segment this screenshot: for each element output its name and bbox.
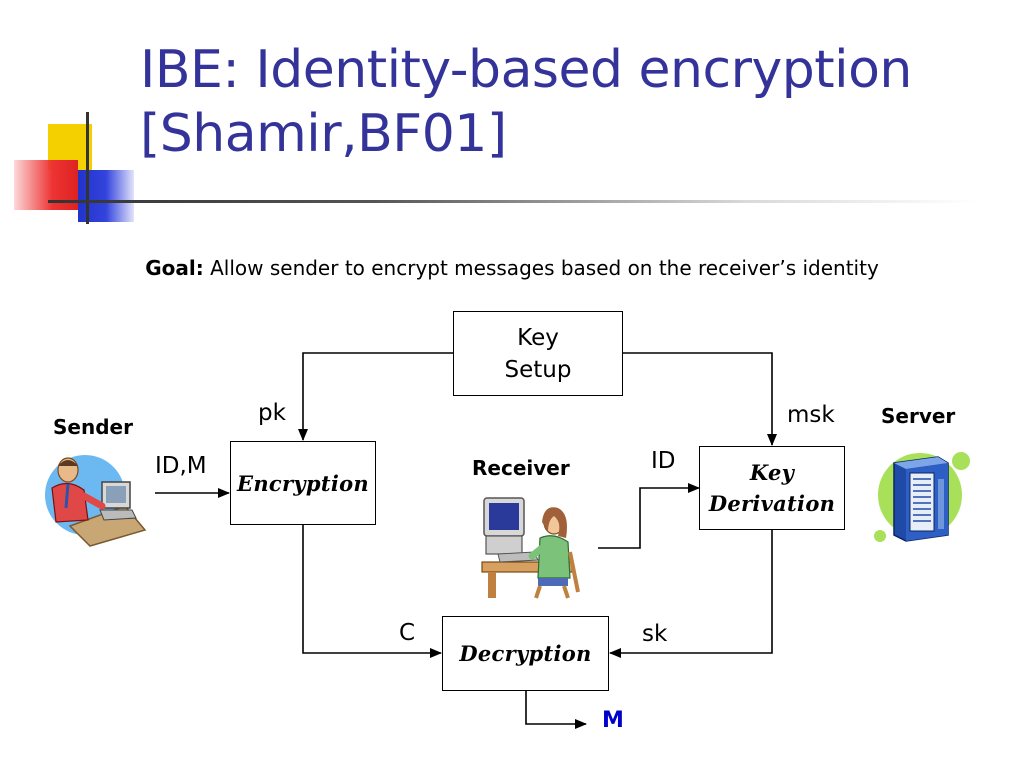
edge-label-msk: msk xyxy=(787,402,835,428)
output-m: M xyxy=(602,708,624,733)
key-setup-label-line1: Key xyxy=(517,324,559,351)
goal-statement: Goal: Allow sender to encrypt messages b… xyxy=(0,256,1024,280)
sender-label: Sender xyxy=(53,415,133,439)
server-icon xyxy=(874,452,970,542)
key-setup-box: Key Setup xyxy=(453,311,623,396)
edge-label-id: ID xyxy=(651,448,676,474)
edge-receiver-to-derivation xyxy=(598,483,700,549)
key-derivation-label-line2: Derivation xyxy=(708,491,836,516)
edge-decryption-to-output xyxy=(525,690,587,729)
slide-title: IBE: Identity-based encryption [Shamir,B… xyxy=(140,38,1010,166)
server-label: Server xyxy=(881,404,956,428)
goal-text: Allow sender to encrypt messages based o… xyxy=(203,256,879,280)
edge-label-sk: sk xyxy=(642,621,668,647)
edge-label-c: C xyxy=(399,620,416,646)
slide-title-line1: IBE: Identity-based encryption xyxy=(140,40,912,100)
deco-vertical-line xyxy=(86,112,89,224)
edge-derivation-to-decryption xyxy=(609,529,773,658)
edge-setup-to-encryption xyxy=(298,352,453,441)
key-derivation-box: Key Derivation xyxy=(699,446,845,530)
title-underline xyxy=(48,200,978,203)
encryption-label: Encryption xyxy=(237,470,369,496)
slide-title-line2: [Shamir,BF01] xyxy=(140,104,507,164)
decryption-box: Decryption xyxy=(442,616,609,691)
edge-encryption-to-decryption xyxy=(302,524,442,658)
receiver-at-computer-icon xyxy=(481,497,580,599)
sender-at-computer-icon xyxy=(45,455,147,547)
key-setup-label-line2: Setup xyxy=(504,356,572,383)
goal-label: Goal: xyxy=(145,256,204,280)
edge-setup-to-derivation xyxy=(622,352,777,446)
edge-label-id-m: ID,M xyxy=(155,453,207,479)
decryption-label: Decryption xyxy=(459,641,592,666)
encryption-box: Encryption xyxy=(230,441,376,525)
receiver-label: Receiver xyxy=(472,456,570,480)
key-derivation-label-line1: Key xyxy=(749,460,795,485)
edge-label-pk: pk xyxy=(258,400,286,426)
